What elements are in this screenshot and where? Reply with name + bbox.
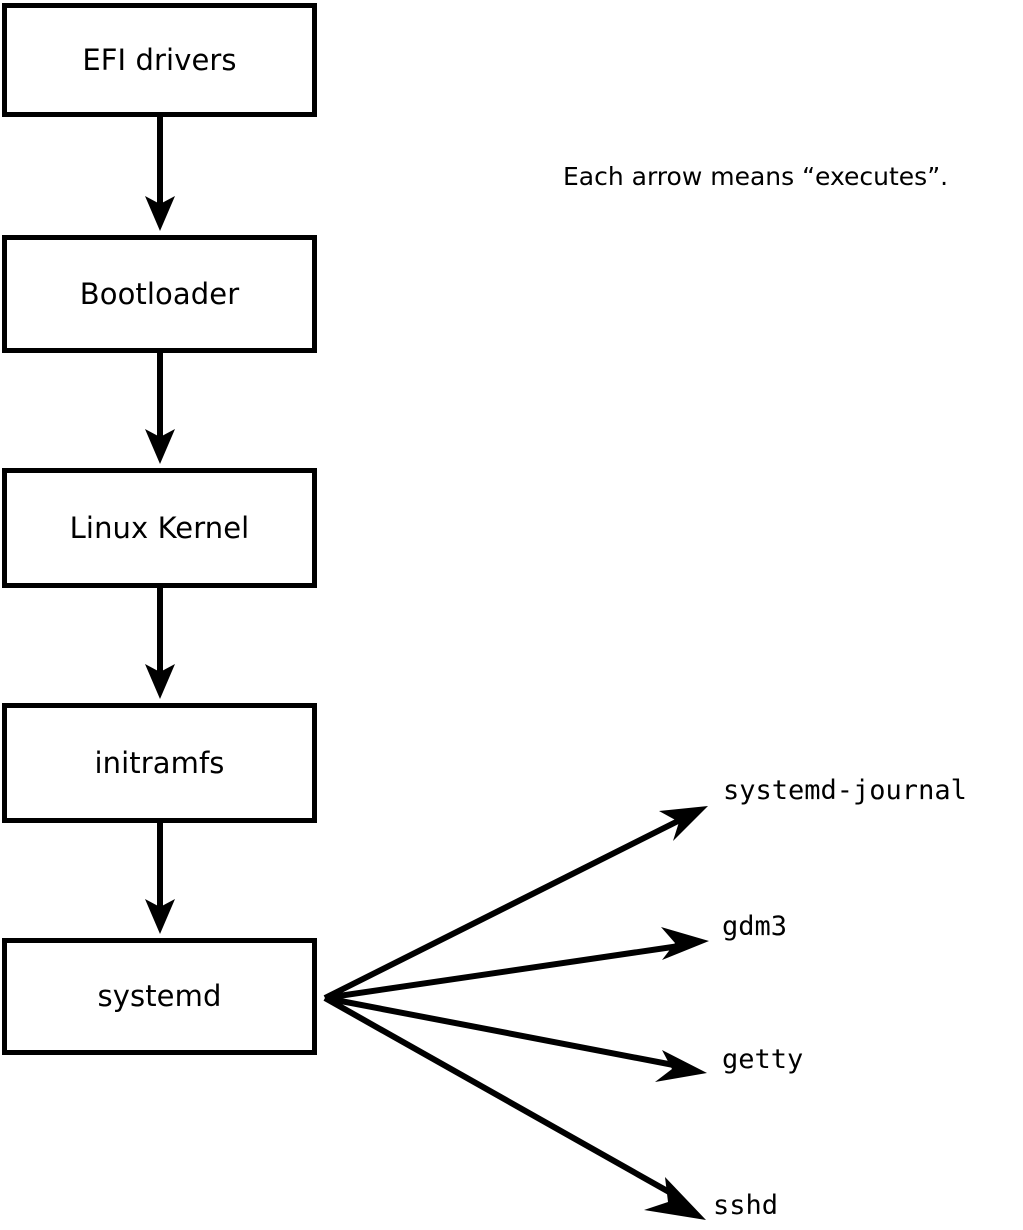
stage-label-bootloader: Bootloader	[79, 276, 240, 311]
stage-label-linux-kernel: Linux Kernel	[69, 510, 250, 545]
stage-label-initramfs: initramfs	[94, 745, 225, 780]
chain-arrow-bootloader-to-kernel	[145, 353, 175, 464]
fanout-arrow-systemd-journal	[323, 806, 708, 1001]
stage-box-systemd[interactable]: systemd	[2, 938, 317, 1055]
process-label-getty: getty	[722, 1044, 804, 1075]
fanout-arrow-getty	[324, 995, 707, 1082]
process-label-sshd: sshd	[713, 1190, 779, 1221]
stage-box-linux-kernel[interactable]: Linux Kernel	[2, 468, 317, 588]
process-label-systemd-journal: systemd-journal	[723, 775, 967, 806]
chain-arrow-efi-to-bootloader	[145, 117, 175, 231]
fanout-arrow-gdm3	[324, 927, 709, 1001]
legend-note: Each arrow means “executes”.	[563, 162, 949, 191]
stage-box-initramfs[interactable]: initramfs	[2, 703, 317, 823]
stage-label-systemd: systemd	[97, 979, 222, 1013]
stage-label-efi-drivers: EFI drivers	[82, 42, 237, 77]
chain-arrow-kernel-to-initramfs	[145, 588, 175, 699]
fanout-arrow-sshd	[323, 995, 706, 1220]
process-label-gdm3: gdm3	[722, 911, 788, 942]
stage-box-efi-drivers[interactable]: EFI drivers	[2, 3, 317, 117]
stage-box-bootloader[interactable]: Bootloader	[2, 235, 317, 353]
chain-arrow-initramfs-to-systemd	[145, 823, 175, 934]
